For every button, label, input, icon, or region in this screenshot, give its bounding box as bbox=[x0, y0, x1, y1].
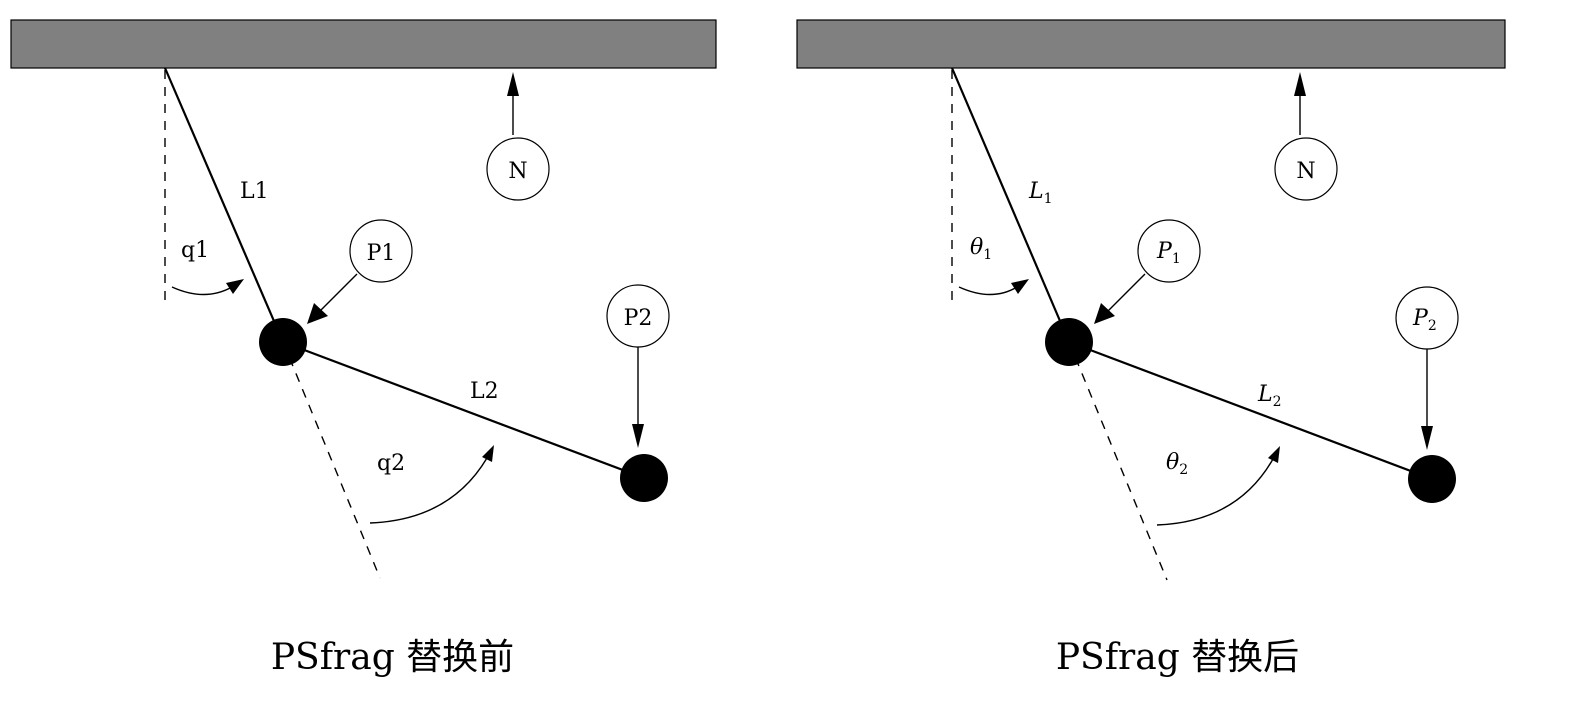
label-bubble-n bbox=[486, 137, 550, 201]
label-p2-base: P bbox=[1412, 306, 1429, 331]
label-p1: P1 bbox=[367, 241, 396, 266]
force-p1-arrowhead bbox=[307, 303, 328, 324]
label-l1: L1 bbox=[1028, 179, 1053, 207]
force-n-arrowhead bbox=[507, 72, 519, 96]
ceiling-bar bbox=[10, 19, 717, 69]
label-bubble-p2 bbox=[1395, 286, 1459, 350]
label-l1: L1 bbox=[240, 179, 269, 204]
label-n: N bbox=[508, 159, 527, 184]
label-q1: q1 bbox=[181, 238, 209, 263]
label-l1-subscript: 1 bbox=[1044, 191, 1053, 207]
force-p1-arrowhead bbox=[1094, 303, 1115, 324]
angle-arrowhead-theta2 bbox=[1268, 446, 1280, 463]
mass-1 bbox=[1045, 318, 1093, 366]
label-q2: q2 bbox=[377, 451, 405, 476]
angle-arrowhead-theta1 bbox=[1011, 279, 1029, 294]
label-theta2-subscript: 2 bbox=[1179, 462, 1188, 478]
label-p2: P2 bbox=[624, 306, 653, 331]
pendulum-diagram-after: N P1 P2 L1 L2 θ1 θ2 bbox=[796, 19, 1506, 581]
label-bubble-p2 bbox=[606, 284, 670, 348]
angle-arc-q2 bbox=[369, 457, 488, 524]
rod-l1-extension bbox=[1068, 341, 1168, 581]
label-n: N bbox=[1296, 159, 1315, 184]
label-p1-subscript: 1 bbox=[1172, 251, 1181, 267]
label-theta2-base: θ bbox=[1166, 450, 1179, 475]
angle-arc-theta1 bbox=[958, 286, 1018, 296]
angle-arc-theta2 bbox=[1156, 458, 1274, 526]
label-l2: L2 bbox=[1257, 382, 1282, 410]
caption-after: PSfrag 替换后 bbox=[1055, 637, 1300, 678]
label-theta1-subscript: 1 bbox=[983, 247, 992, 263]
rod-l2 bbox=[282, 340, 645, 480]
label-l2-base: L bbox=[1257, 382, 1273, 407]
label-theta2: θ2 bbox=[1166, 450, 1188, 478]
label-l1-base: L bbox=[1028, 179, 1044, 204]
label-bubble-n bbox=[1274, 137, 1338, 201]
mass-2 bbox=[1408, 455, 1456, 503]
rod-l2 bbox=[1068, 340, 1433, 481]
label-l2: L2 bbox=[470, 379, 499, 404]
label-bubble-p1 bbox=[1137, 219, 1201, 283]
rod-l1 bbox=[950, 67, 1071, 343]
angle-arrowhead-q1 bbox=[226, 279, 244, 294]
label-p1: P1 bbox=[1156, 239, 1181, 267]
rod-l1 bbox=[163, 67, 285, 343]
force-p1-line bbox=[317, 273, 358, 314]
ceiling-bar bbox=[796, 19, 1506, 69]
caption-before: PSfrag 替换前 bbox=[270, 637, 515, 678]
force-n-arrowhead bbox=[1294, 72, 1306, 96]
panel-after: N P1 P2 L1 L2 θ1 θ2 PSfrag 替换后 bbox=[785, 0, 1570, 702]
rod-l1-extension bbox=[282, 341, 381, 579]
angle-arrowhead-q2 bbox=[482, 445, 494, 462]
force-p1-line bbox=[1105, 273, 1146, 314]
label-p2-subscript: 2 bbox=[1428, 318, 1437, 334]
label-bubble-p1 bbox=[349, 219, 413, 283]
panel-before: N P1 P2 L1 L2 q1 q2 PSfrag 替换前 bbox=[10, 19, 717, 678]
mass-1 bbox=[259, 318, 307, 366]
force-p2-arrowhead bbox=[632, 424, 644, 448]
mass-2 bbox=[620, 454, 668, 502]
label-theta1-base: θ bbox=[970, 235, 983, 260]
force-p2-arrowhead bbox=[1421, 426, 1433, 450]
pendulum-diagram-before: N P1 P2 L1 L2 q1 q2 bbox=[10, 19, 717, 579]
label-l2-subscript: 2 bbox=[1273, 394, 1282, 410]
angle-arc-q1 bbox=[171, 286, 233, 296]
label-theta1: θ1 bbox=[970, 235, 992, 263]
label-p2: P2 bbox=[1412, 306, 1437, 334]
label-p1-base: P bbox=[1156, 239, 1173, 264]
